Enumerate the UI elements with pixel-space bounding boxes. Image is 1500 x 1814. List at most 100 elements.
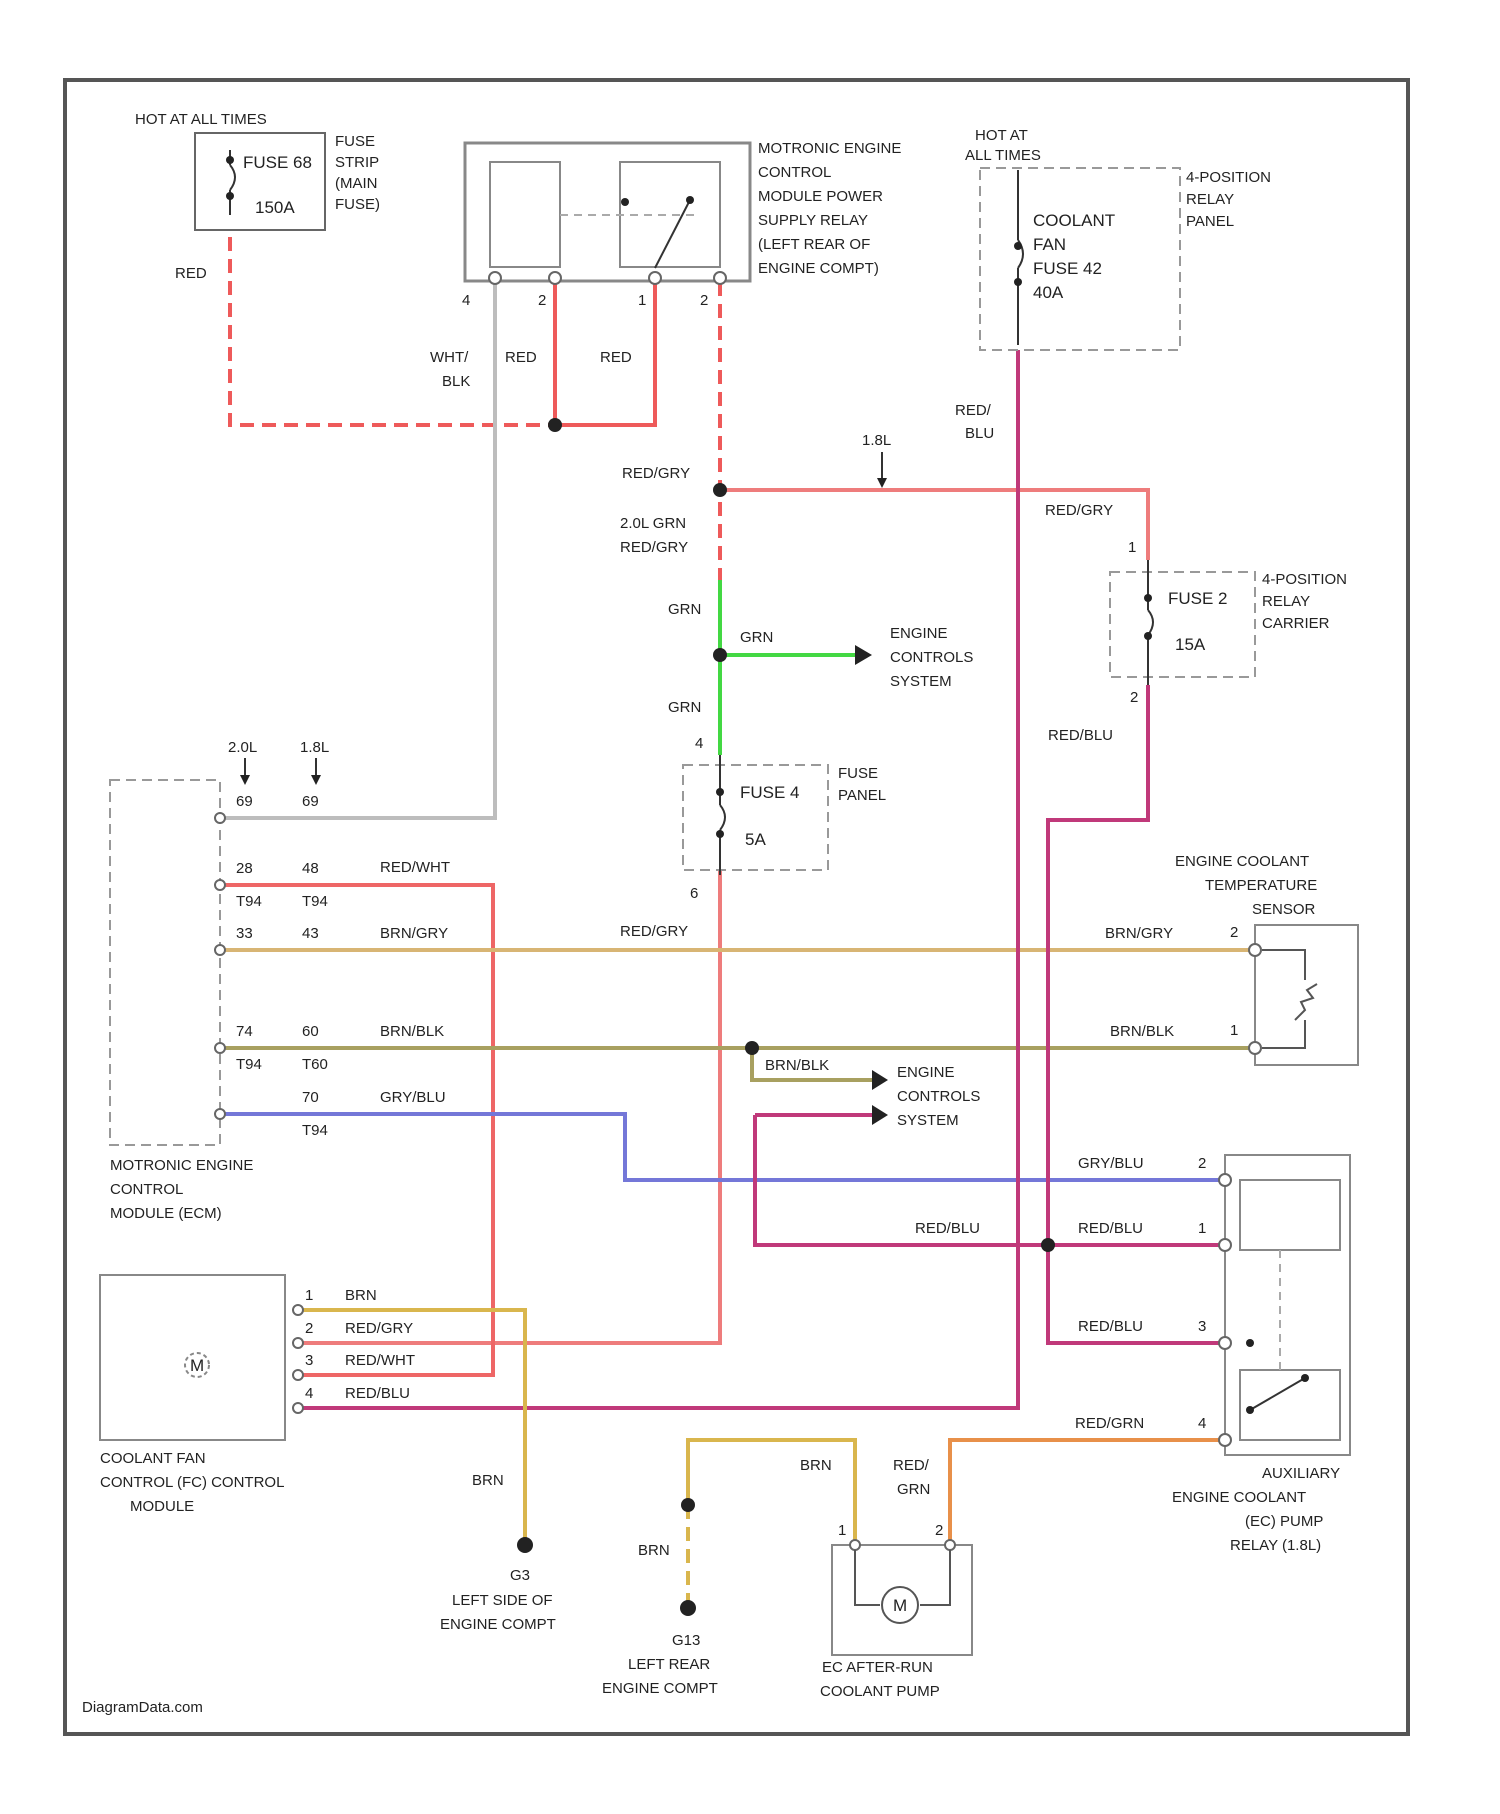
fuse4-pin-bottom: 6 xyxy=(690,885,698,902)
fuse-strip: HOT AT ALL TIMES FUSE 68 150A FUSE STRIP… xyxy=(135,111,380,230)
power-supply-relay: 4 2 1 2 MOTRONIC ENGINE CONTROL MODULE P… xyxy=(462,140,901,309)
lbl-fan-pin-0: BRN xyxy=(345,1287,377,1304)
lbl-red-blu-c: RED/BLU xyxy=(915,1220,980,1237)
lbl-liter-top: 1.8L xyxy=(862,432,891,449)
fuse-strip-side-2: (MAIN xyxy=(335,175,378,192)
relay-label-0: MOTRONIC ENGINE xyxy=(758,140,901,157)
aux-label-1: ENGINE COOLANT xyxy=(1172,1489,1306,1506)
lbl-red-b: RED xyxy=(600,349,632,366)
relay-pin-1: 1 xyxy=(638,292,646,309)
ecs2-label-0: ENGINE xyxy=(897,1064,955,1081)
ecm-pin-3sa: T94 xyxy=(236,1056,262,1073)
wire-labels: RED WHT/ BLK RED RED RED/ BLU 1.8L RED/G… xyxy=(175,265,1174,1559)
fuse2-pin-bottom: 2 xyxy=(1130,689,1138,706)
ec-after-run-pump: M 1 2 EC AFTER-RUN COOLANT PUMP xyxy=(820,1522,972,1700)
fuse-strip-side-1: STRIP xyxy=(335,154,379,171)
ecm-label-2: MODULE (ECM) xyxy=(110,1205,222,1222)
lbl-red-grn-r: RED/GRN xyxy=(1075,1415,1144,1432)
lbl-brn-g13: BRN xyxy=(638,1542,670,1559)
fuse42-name-1: FAN xyxy=(1033,235,1066,254)
relay-pin-4: 4 xyxy=(462,292,470,309)
aux-pin-3: 3 xyxy=(1198,1318,1206,1335)
lbl-brn-gry-r: BRN/GRY xyxy=(1105,925,1173,942)
relay-pin-2: 2 xyxy=(538,292,546,309)
fan-label-1: CONTROL (FC) CONTROL xyxy=(100,1474,284,1491)
ecm-pin-0a: 69 xyxy=(236,793,253,810)
lbl-red-grn-pump-1: GRN xyxy=(897,1481,930,1498)
pump-motor: M xyxy=(893,1596,907,1615)
aux-pin-1: 1 xyxy=(1198,1220,1206,1237)
fan-label-2: MODULE xyxy=(130,1498,194,1515)
ecm-pin-1sb: T94 xyxy=(302,893,328,910)
splice-dots xyxy=(548,418,1055,1512)
fuse42-hot-0: HOT AT xyxy=(975,127,1028,144)
fuse42-side-0: 4-POSITION xyxy=(1186,169,1271,186)
ecm-header-a: 2.0L xyxy=(228,739,257,756)
lbl-fan-pin-1: RED/GRY xyxy=(345,1320,413,1337)
sensor-label-2: SENSOR xyxy=(1252,901,1316,918)
lbl-brn-pump: BRN xyxy=(800,1457,832,1474)
lbl-red-gry-mid: RED/GRY xyxy=(620,923,688,940)
ecs2-label-1: CONTROLS xyxy=(897,1088,980,1105)
lbl-gry-blu-r: GRY/BLU xyxy=(1078,1155,1144,1172)
fuse-strip-amp: 150A xyxy=(255,198,295,217)
g13-label-1: ENGINE COMPT xyxy=(602,1680,718,1697)
fuse-strip-hot: HOT AT ALL TIMES xyxy=(135,111,267,128)
wire-red-gry-top xyxy=(720,490,1148,560)
g13-name: G13 xyxy=(672,1632,700,1649)
aux-pin-4: 4 xyxy=(1198,1415,1206,1432)
lbl-red-blu-r2: RED/BLU xyxy=(1078,1318,1143,1335)
fuse2-side-1: RELAY xyxy=(1262,593,1310,610)
aux-ec-pump-relay: 2 1 3 4 AUXILIARY ENGINE COOLANT (EC) PU… xyxy=(1172,1155,1350,1554)
wire-grn xyxy=(720,580,855,755)
fuse-strip-fuse: FUSE 68 xyxy=(243,153,312,172)
relay-label-5: ENGINE COMPT) xyxy=(758,260,879,277)
lbl-red-a: RED xyxy=(505,349,537,366)
ecm-label-0: MOTRONIC ENGINE xyxy=(110,1157,253,1174)
ecs1-label-1: CONTROLS xyxy=(890,649,973,666)
sensor-label-1: TEMPERATURE xyxy=(1205,877,1317,894)
ecm-pin-4sb: T94 xyxy=(302,1122,328,1139)
lbl-red-blu-mid: RED/BLU xyxy=(1048,727,1113,744)
pump-pin-2: 2 xyxy=(935,1522,943,1539)
ecm-pin-2a: 33 xyxy=(236,925,253,942)
relay-label-4: (LEFT REAR OF xyxy=(758,236,870,253)
lbl-red-blu-top-1: BLU xyxy=(965,425,994,442)
fuse2-pin-top: 1 xyxy=(1128,539,1136,556)
fuse4-side-1: PANEL xyxy=(838,787,886,804)
aux-label-0: AUXILIARY xyxy=(1262,1465,1340,1482)
fuse2-name: FUSE 2 xyxy=(1168,589,1228,608)
ground-g13: G13 LEFT REAR ENGINE COMPT xyxy=(602,1600,718,1697)
ecm-header-b: 1.8L xyxy=(300,739,329,756)
fan-motor: M xyxy=(190,1356,204,1375)
lbl-gry-blu-l: GRY/BLU xyxy=(380,1089,446,1106)
fuse42-name-0: COOLANT xyxy=(1033,211,1115,230)
lbl-fan-pin-2: RED/WHT xyxy=(345,1352,415,1369)
pump-pin-1: 1 xyxy=(838,1522,846,1539)
g3-label-1: ENGINE COMPT xyxy=(440,1616,556,1633)
fuse42-name-2: FUSE 42 xyxy=(1033,259,1102,278)
lbl-brn-g3: BRN xyxy=(472,1472,504,1489)
wire-gry-blu xyxy=(220,1114,1225,1180)
lbl-fan-pin-3: RED/BLU xyxy=(345,1385,410,1402)
lbl-liter-note-0: 2.0L GRN xyxy=(620,515,686,532)
aux-label-2: (EC) PUMP xyxy=(1245,1513,1323,1530)
ecm-pin-0b: 69 xyxy=(302,793,319,810)
lbl-brn-gry-l: BRN/GRY xyxy=(380,925,448,942)
engine-controls-system-2: ENGINE CONTROLS SYSTEM xyxy=(897,1064,980,1129)
lbl-red-blu-r1: RED/BLU xyxy=(1078,1220,1143,1237)
lbl-brn-blk-r: BRN/BLK xyxy=(1110,1023,1174,1040)
relay-pin-2b: 2 xyxy=(700,292,708,309)
watermark: DiagramData.com xyxy=(82,1699,203,1716)
fuse-strip-side-0: FUSE xyxy=(335,133,375,150)
ecm-pin-3b: 60 xyxy=(302,1023,319,1040)
fan-pin-2: 2 xyxy=(305,1320,313,1337)
lbl-wht-blk-1: BLK xyxy=(442,373,470,390)
wire-red-gry-down xyxy=(298,870,720,1343)
lbl-grn-2: GRN xyxy=(740,629,773,646)
lbl-red-gry-left: RED/GRY xyxy=(622,465,690,482)
ecm-pin-3a: 74 xyxy=(236,1023,253,1040)
fuse4-side-0: FUSE xyxy=(838,765,878,782)
ecs2-label-2: SYSTEM xyxy=(897,1112,959,1129)
